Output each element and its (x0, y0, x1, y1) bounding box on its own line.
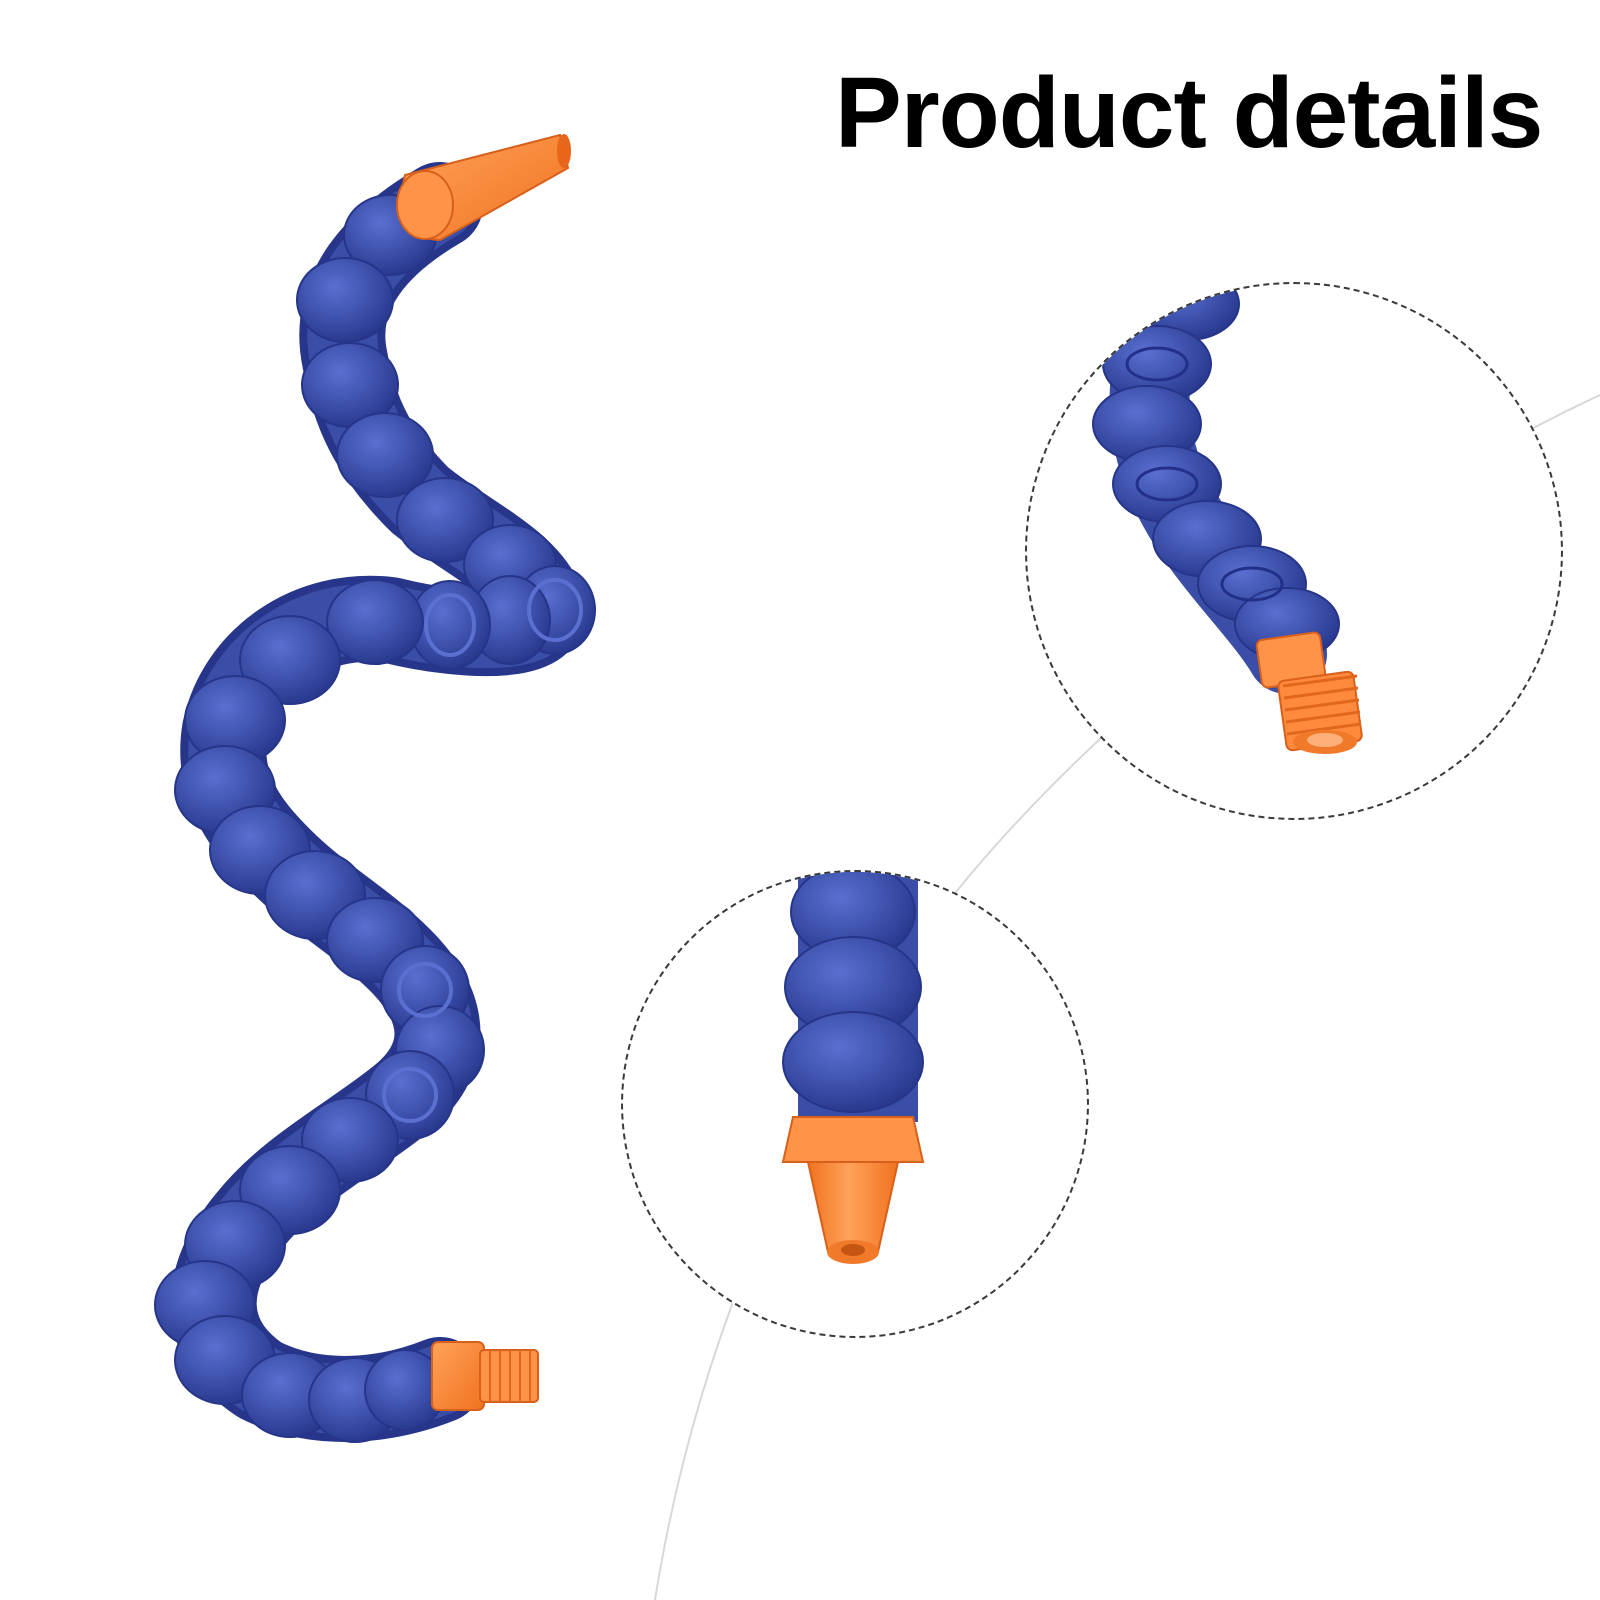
page-title: Product details (835, 57, 1543, 169)
nozzle-tip-closeup (781, 872, 925, 1264)
connector-detail-circle (1025, 282, 1563, 820)
nozzle-detail-circle (621, 870, 1089, 1338)
threaded-connector-closeup (1092, 284, 1363, 754)
